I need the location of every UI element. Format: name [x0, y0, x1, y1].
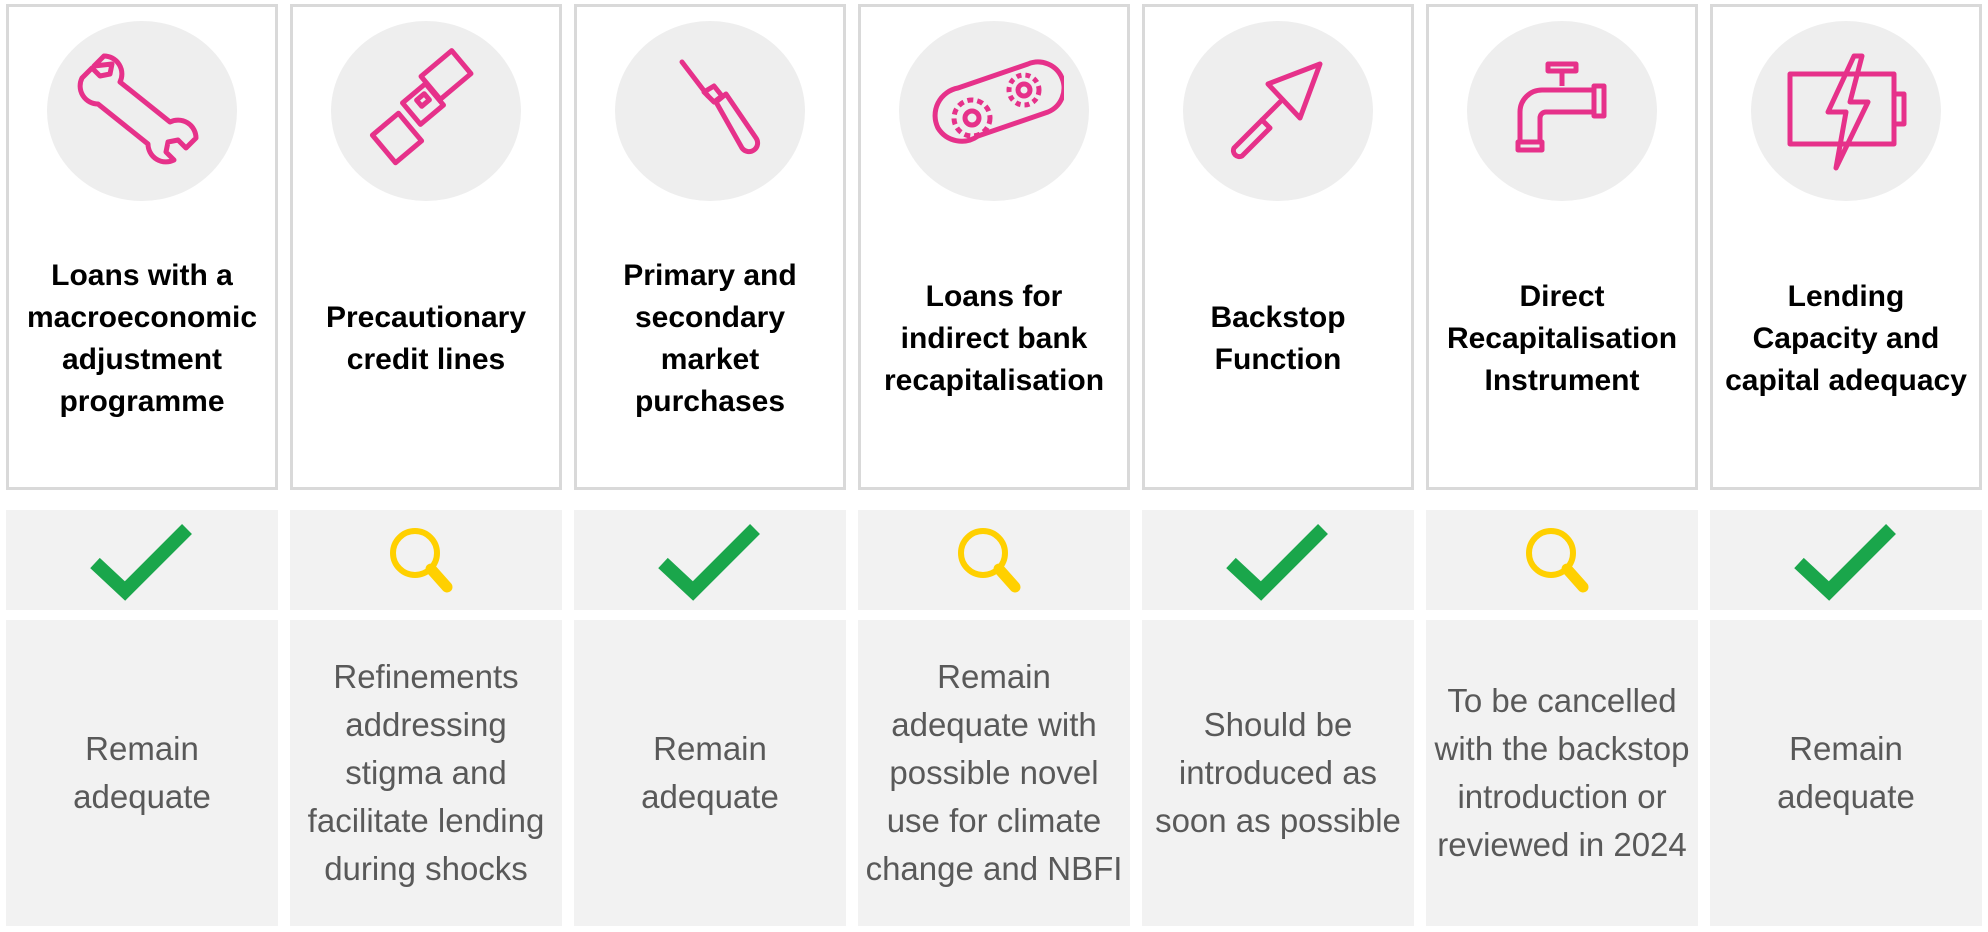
trowel-icon — [1230, 61, 1323, 160]
status-panel — [1142, 510, 1414, 610]
icon-circle — [1751, 21, 1941, 201]
instrument-title: Lending Capacity and capital adequacy — [1725, 280, 1967, 397]
check-icon — [658, 524, 760, 601]
instrument-title: Backstop Function — [1210, 301, 1346, 376]
instrument-grid: Loans with a macroeconomic adjustment pr… — [6, 4, 1982, 926]
wrench-icon — [77, 53, 199, 165]
instrument-card: Backstop Function — [1142, 4, 1414, 490]
column-backstop: Backstop Function Should be introduced a… — [1142, 4, 1414, 926]
instrument-title: Primary and secondary market purchases — [623, 259, 797, 418]
instrument-card: Loans for indirect bank recapitalisation — [858, 4, 1130, 490]
faucet-icon — [1515, 61, 1607, 153]
seatbelt-icon — [369, 48, 474, 166]
icon-circle — [899, 21, 1089, 201]
magnifier-icon — [1526, 528, 1589, 593]
status-panel — [1426, 510, 1698, 610]
assessment-note: Remain adequate — [574, 620, 846, 926]
column-loans-macro: Loans with a macroeconomic adjustment pr… — [6, 4, 278, 926]
assessment-note: Refinements addressing stigma and facili… — [290, 620, 562, 926]
battery-charging-icon — [1787, 53, 1907, 171]
instrument-title: Loans for indirect bank recapitalisation — [883, 280, 1105, 397]
assessment-note: To be cancelled with the backstop introd… — [1426, 620, 1698, 926]
icon-circle — [615, 21, 805, 201]
column-market-purchases: Primary and secondary market purchases R… — [574, 4, 846, 926]
column-indirect-recap: Loans for indirect bank recapitalisation… — [858, 4, 1130, 926]
instrument-card: Precautionary credit lines — [290, 4, 562, 490]
instrument-title: Loans with a macroeconomic adjustment pr… — [26, 259, 258, 418]
instrument-card: Direct Recapitalisation Instrument — [1426, 4, 1698, 490]
assessment-note: Remain adequate — [1710, 620, 1982, 926]
check-icon — [1226, 524, 1328, 601]
column-precautionary: Precautionary credit lines Refinements a… — [290, 4, 562, 926]
status-panel — [1710, 510, 1982, 610]
column-direct-recap: Direct Recapitalisation Instrument To be… — [1426, 4, 1698, 926]
icon-circle — [331, 21, 521, 201]
screwdriver-icon — [679, 59, 761, 155]
assessment-note: Should be introduced as soon as possible — [1142, 620, 1414, 926]
icon-circle — [47, 21, 237, 201]
icon-circle — [1183, 21, 1373, 201]
assessment-note: Remain adequate — [6, 620, 278, 926]
status-panel — [858, 510, 1130, 610]
check-icon — [90, 524, 192, 601]
magnifier-icon — [390, 528, 453, 593]
assessment-note: Remain adequate with possible novel use … — [858, 620, 1130, 926]
instrument-title: Precautionary credit lines — [325, 301, 527, 376]
instrument-card: Loans with a macroeconomic adjustment pr… — [6, 4, 278, 490]
check-icon — [1794, 524, 1896, 601]
status-panel — [6, 510, 278, 610]
status-panel — [574, 510, 846, 610]
instrument-title: Direct Recapitalisation Instrument — [1446, 280, 1678, 397]
magnifier-icon — [958, 528, 1021, 593]
icon-circle — [1467, 21, 1657, 201]
instrument-card: Primary and secondary market purchases — [574, 4, 846, 490]
instrument-card: Lending Capacity and capital adequacy — [1710, 4, 1982, 490]
status-panel — [290, 510, 562, 610]
gears-icon — [932, 59, 1064, 144]
column-lending-capacity: Lending Capacity and capital adequacy Re… — [1710, 4, 1982, 926]
